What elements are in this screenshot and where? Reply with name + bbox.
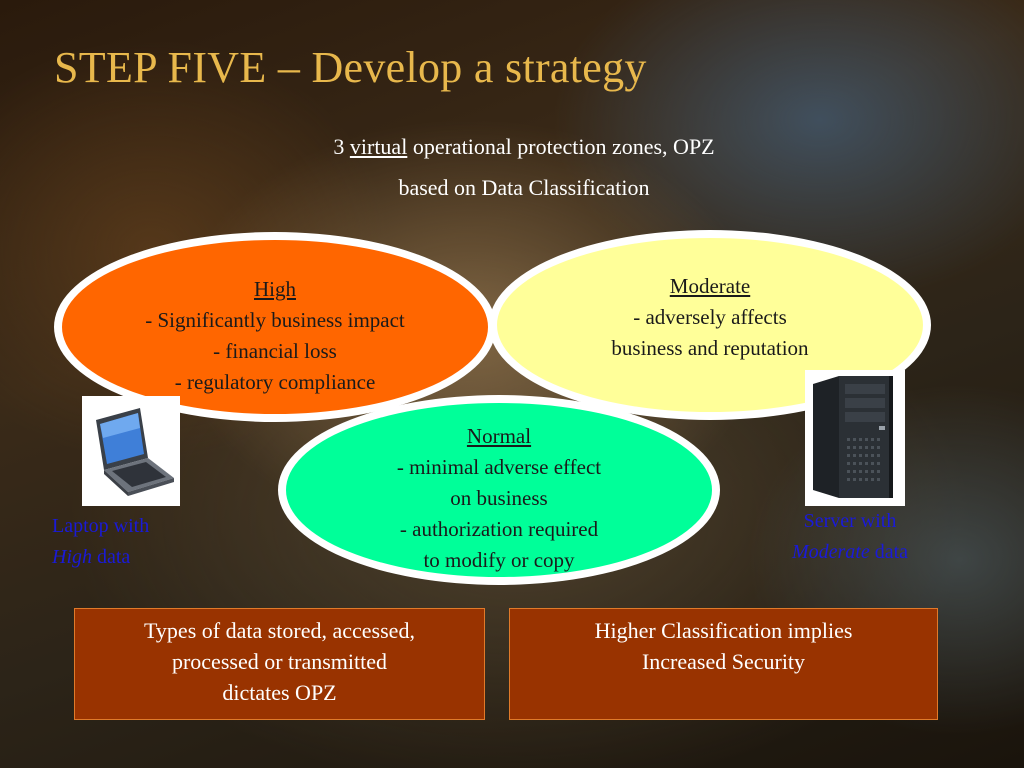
zone-high-line: - Significantly business impact	[145, 308, 405, 332]
server-tower-icon	[805, 370, 905, 506]
zone-high-line: - regulatory compliance	[174, 370, 376, 394]
zone-moderate: Moderate - adversely affects business an…	[489, 230, 931, 420]
server-caption-data: data	[869, 541, 909, 563]
opz-note-box: Types of data stored, accessed, processe…	[74, 608, 485, 720]
laptop-icon	[82, 396, 180, 506]
opz-note-line: Types of data stored, accessed,	[144, 618, 415, 643]
zone-normal-line: - authorization required	[399, 517, 599, 541]
zone-moderate-line: - adversely affects	[633, 305, 787, 329]
zone-high-heading: High	[254, 277, 296, 301]
subtitle-suffix: operational protection zones, OPZ	[407, 134, 715, 159]
opz-note-line: processed or transmitted	[171, 649, 388, 674]
server-caption-level: Moderate	[791, 541, 870, 563]
zone-normal-line: - minimal adverse effect	[396, 455, 602, 479]
laptop-caption-data: data	[92, 546, 131, 568]
zone-normal-heading: Normal	[466, 424, 532, 448]
zone-moderate-heading: Moderate	[669, 274, 751, 298]
subtitle-line-1: 3 virtual operational protection zones, …	[0, 134, 1024, 160]
laptop-caption-line1: Laptop with	[52, 515, 150, 537]
laptop-caption: Laptop with High data	[52, 511, 149, 573]
slide-title: STEP FIVE – Develop a strategy	[54, 43, 647, 92]
zone-normal-line: to modify or copy	[423, 548, 575, 572]
opz-note-line: dictates OPZ	[222, 680, 337, 705]
classification-note-line: Increased Security	[641, 649, 806, 674]
zone-normal: Normal - minimal adverse effect on busin…	[278, 395, 720, 585]
classification-note-box: Higher Classification implies Increased …	[509, 608, 938, 720]
laptop-caption-line2: High data	[52, 542, 149, 573]
server-caption-line1: Server with	[803, 510, 897, 532]
zone-moderate-line: business and reputation	[611, 336, 809, 360]
zone-high-line: - financial loss	[213, 339, 337, 363]
subtitle-prefix: 3	[333, 134, 350, 159]
zone-normal-line: on business	[450, 486, 548, 510]
zone-high: High - Significantly business impact - f…	[54, 232, 496, 422]
laptop-caption-level: High	[52, 546, 92, 568]
classification-note-line: Higher Classification implies	[594, 618, 853, 643]
subtitle-line-2: based on Data Classification	[398, 175, 650, 200]
subtitle-virtual: virtual	[349, 134, 408, 159]
server-caption-line2: Moderate data	[760, 537, 940, 568]
server-caption: Server with Moderate data	[760, 506, 940, 568]
